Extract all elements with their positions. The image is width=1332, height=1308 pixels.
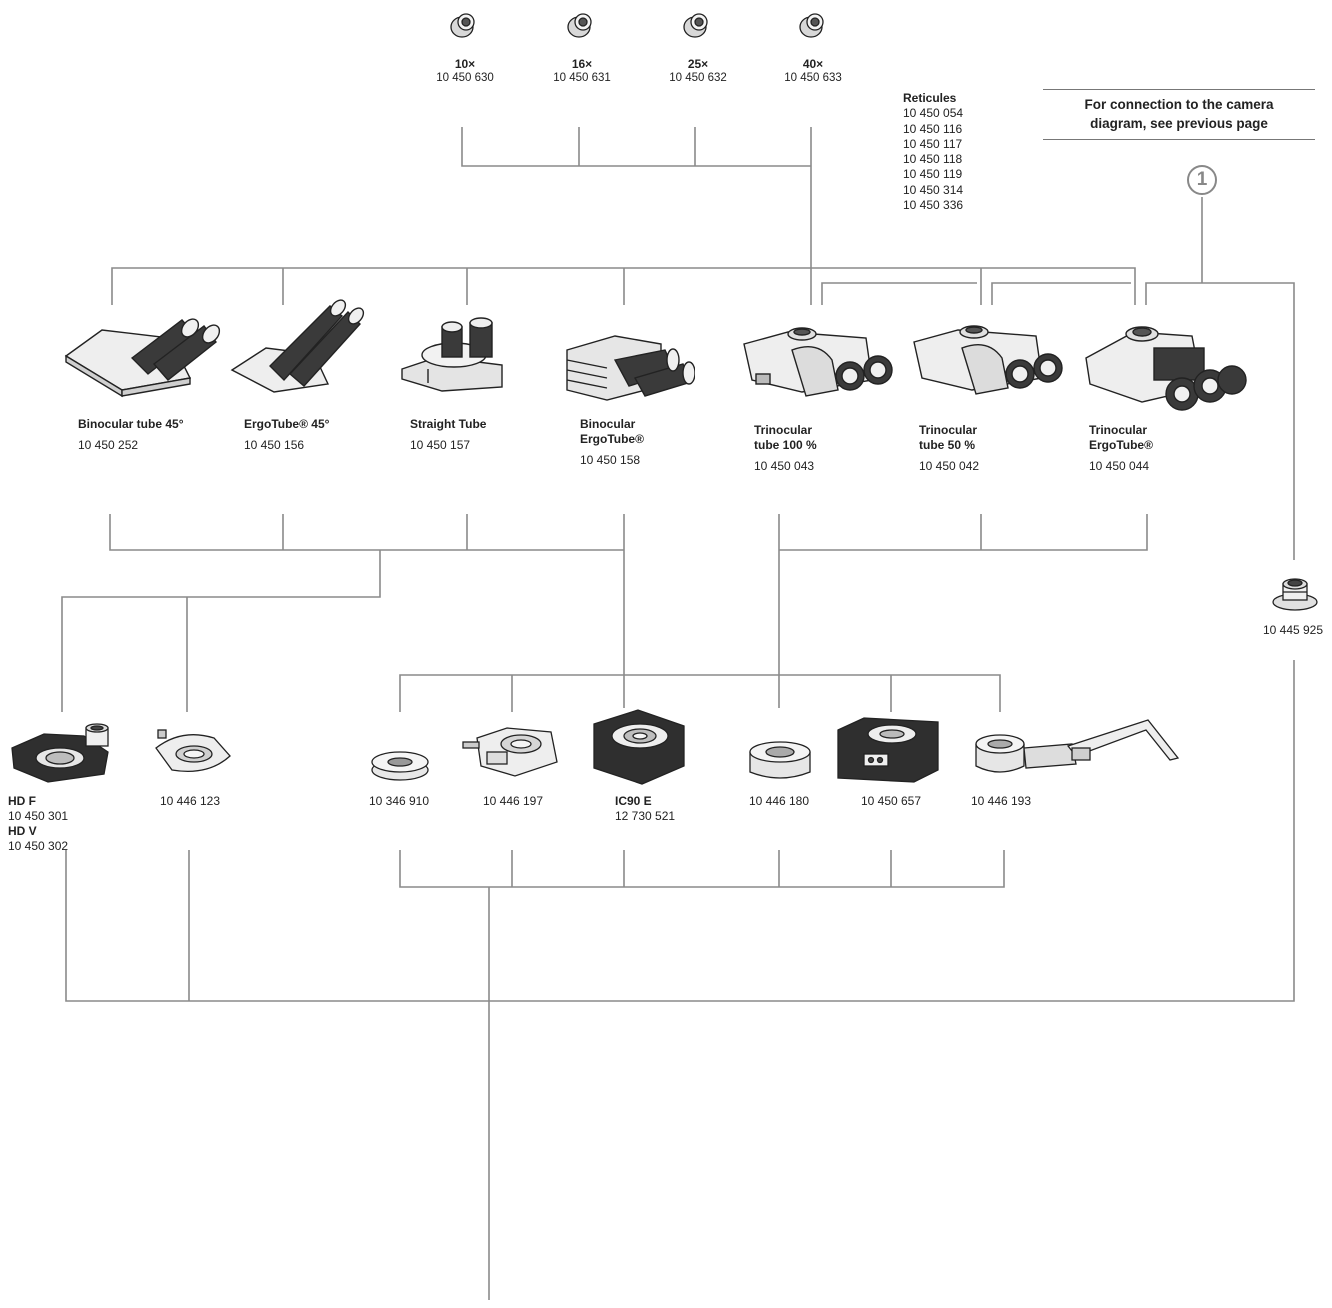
- binocular-ergotube-icon: [565, 330, 696, 411]
- eyepiece-icon: [561, 9, 597, 46]
- straight-tube-icon: [398, 317, 508, 398]
- eyepiece-label: 25× 10 450 632: [669, 57, 727, 85]
- eyepiece-label: 10× 10 450 630: [436, 57, 494, 85]
- tube-name: Trinocular: [754, 423, 813, 437]
- tube-code: 10 450 158: [580, 453, 641, 467]
- tube-name: Straight Tube: [410, 417, 487, 431]
- eyepiece-icon: [677, 9, 713, 46]
- tube-name: tube 50 %: [919, 438, 976, 452]
- tube-label: Straight Tube 10 450 157: [410, 417, 486, 453]
- tube-code: 10 450 252: [78, 438, 139, 452]
- trinocular-tube-50-icon: [912, 318, 1072, 403]
- ic90-label: IC90 E 12 730 521: [615, 794, 675, 824]
- tube-name: Trinocular: [1089, 423, 1148, 437]
- camera-adapter-icon: [1270, 574, 1320, 619]
- camera-note-line: For connection to the camera: [1084, 97, 1274, 112]
- eyepiece-icon: [793, 9, 829, 46]
- intermediate-module-icon: [366, 748, 436, 789]
- eyepiece-magnification: 10×: [454, 57, 476, 71]
- connection-badge: 1: [1187, 165, 1217, 195]
- adapter-code: 10 445 925: [1262, 623, 1324, 637]
- eyepiece-code: 10 450 632: [669, 72, 727, 84]
- reticule-code: 10 450 119: [903, 167, 963, 182]
- module-code: 10 450 657: [860, 794, 922, 808]
- camera-module-icon: [834, 714, 946, 791]
- tube-name: Trinocular: [919, 423, 978, 437]
- tube-name: tube 100 %: [754, 438, 817, 452]
- tube-label: Trinocular ErgoTube® 10 450 044: [1089, 423, 1153, 474]
- module-code: 10 446 180: [748, 794, 810, 808]
- module-code: 10 446 197: [482, 794, 544, 808]
- hd-module-icon: [8, 722, 120, 791]
- eyepiece-code: 10 450 631: [553, 72, 611, 84]
- reticule-code: 10 450 117: [903, 136, 963, 151]
- hd-f-code: 10 450 301: [8, 809, 69, 823]
- tube-label: ErgoTube® 45° 10 450 156: [244, 417, 329, 453]
- tube-label: Binocular ErgoTube® 10 450 158: [580, 417, 644, 468]
- eyepiece-magnification: 25×: [687, 57, 709, 71]
- tube-code: 10 450 042: [919, 459, 980, 473]
- hd-v-label: HD V: [8, 824, 37, 838]
- camera-note-line: diagram, see previous page: [1090, 116, 1268, 131]
- trinocular-tube-100-icon: [742, 320, 902, 405]
- eyepiece-magnification: 40×: [802, 57, 824, 71]
- tube-code: 10 450 157: [410, 438, 471, 452]
- ergotube-icon: [230, 294, 370, 399]
- intermediate-module-icon: [459, 722, 563, 787]
- hd-label: HD F 10 450 301 HD V 10 450 302: [8, 794, 68, 854]
- tube-name: ErgoTube®: [580, 432, 644, 446]
- reticule-code: 10 450 314: [903, 182, 964, 197]
- reticule-code: 10 450 116: [903, 121, 963, 136]
- intermediate-module-icon: [746, 738, 814, 789]
- tube-name: ErgoTube® 45°: [244, 417, 330, 431]
- reticule-code: 10 450 118: [903, 152, 963, 167]
- tube-label: Trinocular tube 50 % 10 450 042: [919, 423, 979, 474]
- tube-label: Binocular tube 45° 10 450 252: [78, 417, 184, 453]
- intermediate-module-icon: [152, 728, 236, 783]
- ic90-code: 12 730 521: [615, 809, 676, 823]
- reticules-title: Reticules: [903, 91, 957, 105]
- reticule-code: 10 450 336: [903, 198, 964, 213]
- camera-connection-note: For connection to the camera diagram, se…: [1043, 89, 1315, 140]
- module-code: 10 446 123: [159, 794, 221, 808]
- eyepiece-code: 10 450 633: [784, 72, 842, 84]
- tube-code: 10 450 044: [1089, 459, 1150, 473]
- tube-name: Binocular: [580, 417, 636, 431]
- reticules-list: Reticules 10 450 054 10 450 116 10 450 1…: [903, 91, 963, 213]
- binocular-tube-icon: [62, 300, 222, 405]
- reticule-code: 10 450 054: [903, 106, 964, 121]
- tube-code: 10 450 043: [754, 459, 815, 473]
- module-code: 10 446 193: [970, 794, 1032, 808]
- trinocular-ergotube-icon: [1082, 318, 1254, 423]
- module-code: 10 346 910: [368, 794, 430, 808]
- tube-name: ErgoTube®: [1089, 438, 1153, 452]
- eyepiece-magnification: 16×: [571, 57, 593, 71]
- eyepiece-label: 40× 10 450 633: [784, 57, 842, 85]
- ic90-camera-module-icon: [590, 706, 690, 795]
- tube-label: Trinocular tube 100 % 10 450 043: [754, 423, 817, 474]
- eyepiece-code: 10 450 630: [436, 72, 494, 84]
- tube-code: 10 450 156: [244, 438, 305, 452]
- side-port-module-icon: [972, 716, 1182, 789]
- ic90-name: IC90 E: [615, 794, 652, 808]
- tube-name: Binocular tube 45°: [78, 417, 184, 431]
- eyepiece-icon: [444, 9, 480, 46]
- hd-f-label: HD F: [8, 794, 36, 808]
- hd-v-code: 10 450 302: [8, 839, 69, 853]
- eyepiece-label: 16× 10 450 631: [553, 57, 611, 85]
